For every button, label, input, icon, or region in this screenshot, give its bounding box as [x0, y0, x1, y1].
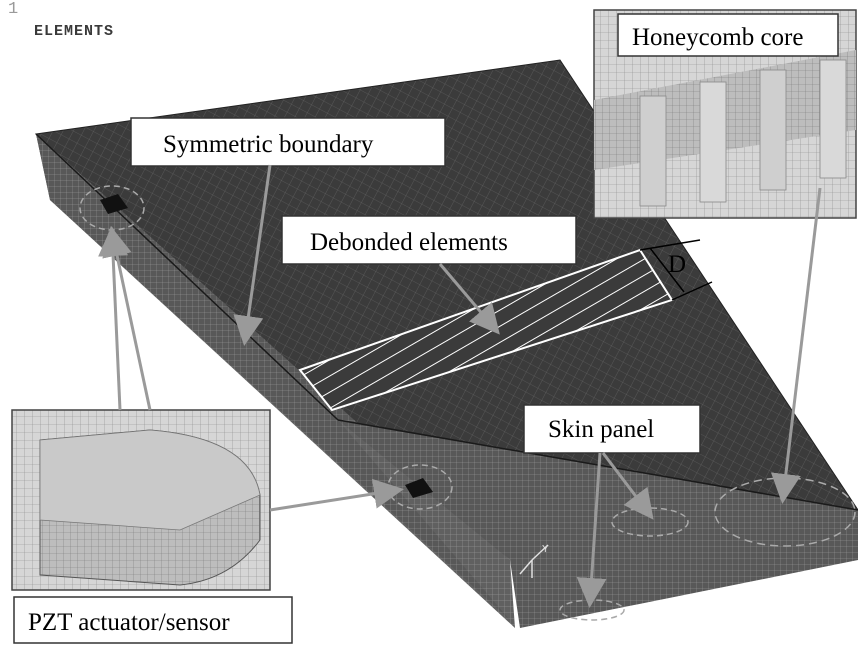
skin-panel-label: Skin panel	[548, 416, 654, 443]
pzt-inset	[11, 409, 271, 591]
symmetric-boundary-label-box	[130, 117, 446, 167]
honeycomb-label-box	[617, 13, 839, 57]
honeycomb-label: Honeycomb core	[632, 24, 803, 51]
debonded-label-box	[281, 215, 577, 265]
triad-y-label: Y	[542, 544, 549, 555]
debonded-label: Debonded elements	[310, 229, 508, 256]
window-number: 1	[8, 0, 19, 19]
symmetric-boundary-label: Symmetric boundary	[163, 131, 374, 158]
dimension-line	[649, 247, 685, 293]
leader-arrows	[98, 164, 822, 608]
dimension-extension-bottom	[671, 281, 713, 301]
skin-panel-label-box	[523, 404, 701, 454]
pzt-patch-center	[405, 478, 433, 498]
dimension-label: D	[668, 251, 686, 278]
coordinate-triad	[519, 544, 549, 578]
skin-region-right	[611, 507, 689, 537]
pzt-patch-left	[100, 194, 128, 214]
pzt-label: PZT actuator/sensor	[28, 609, 230, 636]
plate-right-side	[338, 420, 858, 628]
pzt-label-box	[13, 596, 293, 644]
mode-label: ELEMENTS	[34, 23, 115, 40]
